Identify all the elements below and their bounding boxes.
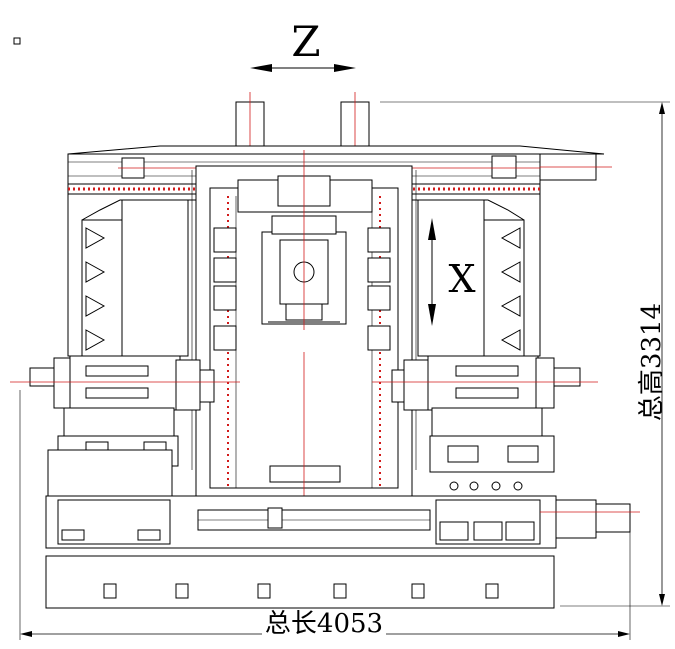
x-axis-indicator: X [428, 218, 476, 326]
total-length-label: 总长4053 [265, 609, 383, 639]
corner-marker [13, 37, 21, 45]
left-gantry-frame [67, 193, 197, 357]
x-axis-label: X [448, 257, 475, 301]
total-height-dimension: 总高3314 [380, 101, 670, 607]
total-height-label: 总高3314 [637, 303, 667, 421]
central-carriage [191, 150, 417, 497]
right-gantry-frame [411, 193, 541, 357]
z-axis-indicator: Z [250, 17, 356, 72]
right-spindle-head [372, 355, 598, 473]
total-length-dimension: 总长4053 [19, 390, 631, 640]
left-pedestal [47, 449, 173, 497]
machine-bed [45, 481, 640, 609]
z-axis-label: Z [291, 17, 320, 66]
